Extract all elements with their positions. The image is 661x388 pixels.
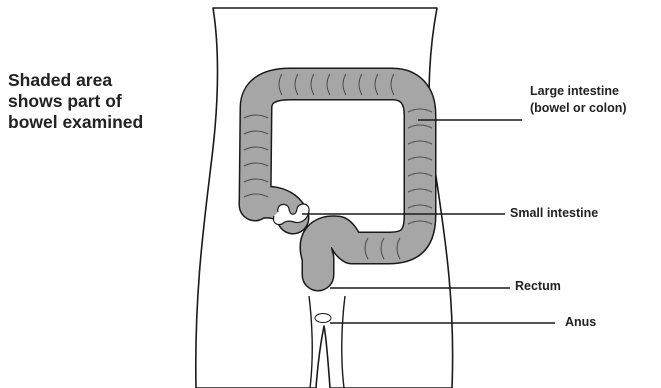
caption-line-3: bowel examined (8, 112, 183, 133)
large-intestine-label-line-2: (bowel or colon) (530, 100, 627, 117)
shaded-area-caption: Shaded area shows part of bowel examined (8, 70, 183, 133)
large-intestine-label-line-1: Large intestine (530, 83, 627, 100)
rectum-label: Rectum (515, 278, 561, 295)
caption-line-1: Shaded area (8, 70, 183, 91)
small-intestine-label: Small intestine (510, 205, 598, 222)
caption-line-2: shows part of (8, 91, 183, 112)
anus-label: Anus (565, 314, 596, 331)
large-intestine-label: Large intestine (bowel or colon) (530, 83, 627, 117)
anus-opening (315, 314, 331, 323)
